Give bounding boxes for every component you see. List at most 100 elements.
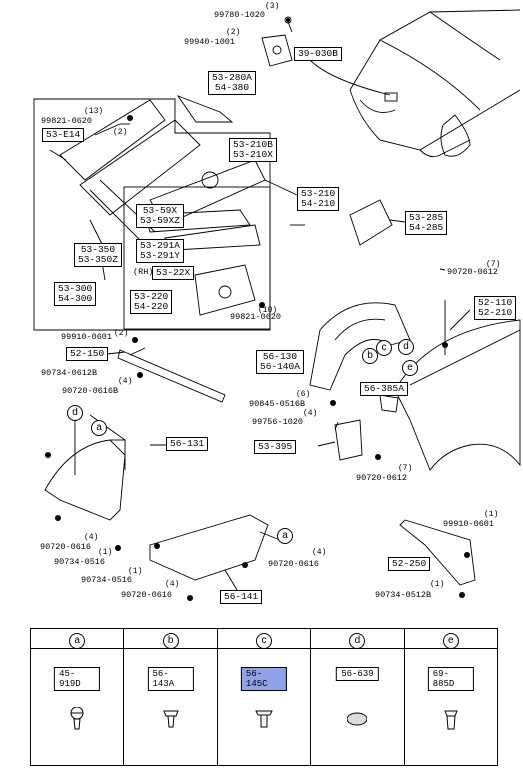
part-code-56-385a[interactable]: 56-385A <box>360 382 408 396</box>
part-code-52-150[interactable]: 52-150 <box>66 347 109 361</box>
clip-fastener-icon <box>444 710 458 730</box>
part-number: 90734-0612B <box>41 368 98 378</box>
legend-letter: b <box>162 633 179 649</box>
legend-header: e <box>404 629 498 649</box>
callout-d: d <box>67 405 83 421</box>
car-outline-illustration <box>349 9 521 158</box>
callout-a: a <box>277 528 293 544</box>
callout-c: c <box>376 340 392 356</box>
part-code-53-22x[interactable]: 53-22X <box>152 266 195 280</box>
code-line: 53-220 <box>134 291 169 302</box>
code-line: 52-210 <box>478 307 513 318</box>
code-line: 53-59X <box>142 205 178 216</box>
apron-seal <box>176 95 234 123</box>
legend-letter: c <box>256 633 273 649</box>
clip-fastener-icon <box>255 710 273 728</box>
code-line: 54-300 <box>58 293 93 304</box>
legend-column-e: e 69-885D <box>404 629 498 765</box>
legend-column-c: c 56-145C <box>217 629 312 765</box>
quantity-label: (4) <box>84 533 99 542</box>
fender-side-bracket <box>349 199 393 246</box>
code-line: 53-285 <box>409 212 444 223</box>
legend-column-a: a 45-919D <box>31 629 125 765</box>
part-number: 90734-0516 <box>81 575 133 585</box>
part-number: 99821-0620 <box>230 312 282 322</box>
code-line: 53-291A <box>140 240 180 251</box>
code-line: 54-220 <box>134 301 169 312</box>
part-number: 99756-1020 <box>252 417 304 427</box>
quantity-label: (1) <box>98 548 113 557</box>
part-number: 90720-0616 <box>40 542 92 552</box>
legend-header: c <box>217 629 311 649</box>
quantity-label: (7) <box>486 260 501 269</box>
part-code-56-131[interactable]: 56-131 <box>166 437 209 451</box>
quantity-label: (1) <box>430 580 445 589</box>
part-number: 99940-1001 <box>184 37 236 47</box>
part-number: 90845-0516B <box>249 399 306 409</box>
quantity-label: (2) <box>113 128 128 137</box>
bracket-53-395 <box>334 419 363 461</box>
hood-bracket <box>261 16 293 67</box>
apron-lower-panel <box>79 119 201 216</box>
part-code-56-141[interactable]: 56-141 <box>220 590 263 604</box>
quantity-label: (2) <box>226 28 241 37</box>
part-code-53-e14[interactable]: 53-E14 <box>42 128 85 142</box>
pointer-arrow <box>309 59 391 96</box>
legend-part-code[interactable]: 69-885D <box>427 667 474 691</box>
frame-group-box <box>33 98 271 331</box>
code-line: 54-210 <box>301 198 336 209</box>
fastener-legend-table: a 45-919D b 56-143A c 56-145C d 56-639 e 69-885D <box>30 628 498 766</box>
member-bracket <box>194 264 256 316</box>
splash-shield-left <box>44 439 126 521</box>
callout-b: b <box>362 348 378 364</box>
legend-column-b: b 56-143A <box>124 629 218 765</box>
legend-header: d <box>311 629 404 649</box>
code-line: 56-130 <box>262 351 298 362</box>
part-code-53-395[interactable]: 53-395 <box>254 440 297 454</box>
quantity-label: (4) <box>165 580 180 589</box>
code-line: 53-280A <box>212 72 252 83</box>
legend-header: a <box>31 629 124 649</box>
quantity-label: (3) <box>265 2 280 11</box>
quantity-label: (13) <box>84 107 104 116</box>
clip-fastener-icon <box>347 712 368 726</box>
part-number: 90720-0612 <box>356 473 408 483</box>
part-code-52-250[interactable]: 52-250 <box>388 557 431 571</box>
quantity-label: (4) <box>312 548 327 557</box>
clip-56-385a <box>379 394 399 413</box>
part-number: 99910-0601 <box>61 332 113 342</box>
fender-liner <box>309 302 411 391</box>
part-number: 90734-0512B <box>375 590 432 600</box>
code-line: 53-59XZ <box>140 215 180 226</box>
code-line: 52-110 <box>478 297 513 308</box>
legend-part-code[interactable]: 45-919D <box>54 667 101 691</box>
quantity-label: (4) <box>303 409 318 418</box>
legend-column-d: d 56-639 <box>311 629 405 765</box>
part-number: 99780-1020 <box>214 10 266 20</box>
callout-d: d <box>398 339 414 355</box>
rh-side-label: (RH) <box>133 267 154 277</box>
legend-letter: e <box>442 633 459 649</box>
quantity-label: (1) <box>484 510 499 519</box>
legend-part-code[interactable]: 56-639 <box>336 667 379 681</box>
legend-part-code[interactable]: 56-143A <box>147 667 194 691</box>
part-number: 90720-0612 <box>447 267 499 277</box>
legend-part-code[interactable]: 56-145C <box>240 667 288 691</box>
front-fender <box>394 319 521 471</box>
part-code-39-030b[interactable]: 39-030B <box>294 47 342 61</box>
clip-fastener-icon <box>162 710 179 728</box>
part-number: 90720-0616B <box>62 386 119 396</box>
quantity-label: (7) <box>398 464 413 473</box>
